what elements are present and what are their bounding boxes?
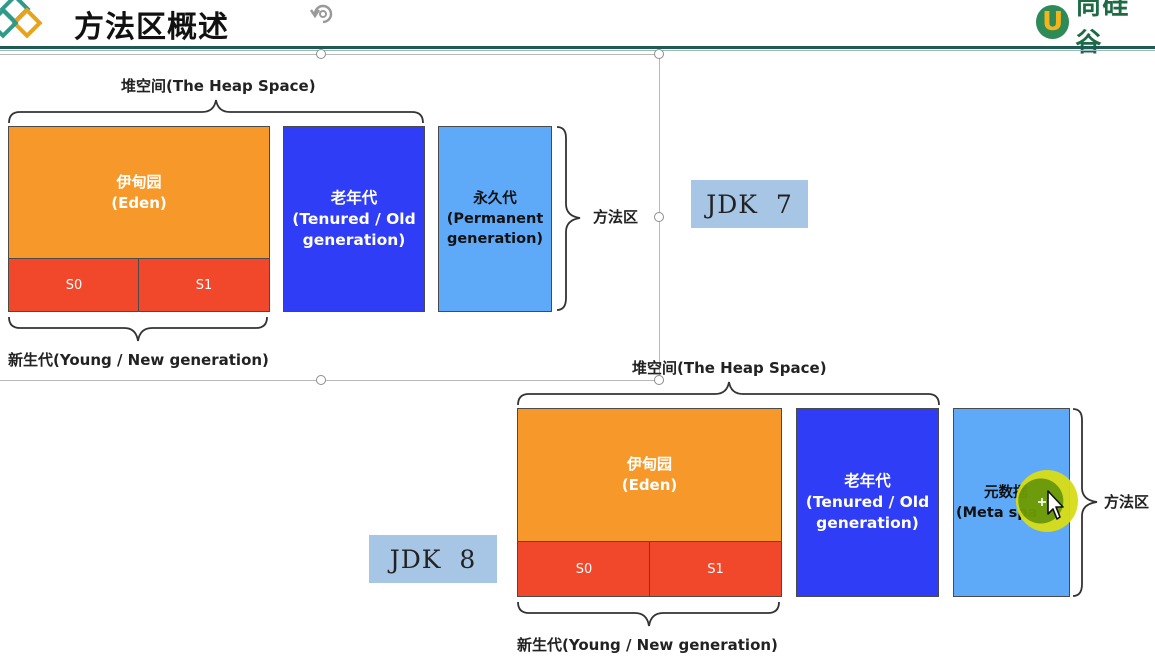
- jdk8-old-en-1: (Tenured / Old: [805, 493, 930, 511]
- jdk8-eden-block: 伊甸园 (Eden): [517, 408, 782, 542]
- jdk7-perm-en-1: (Permanent: [446, 211, 544, 227]
- jdk8-heap-label: 堆空间(The Heap Space): [632, 359, 827, 377]
- jdk8-eden-name: 伊甸园: [626, 455, 672, 473]
- resize-handle-right[interactable]: [654, 212, 664, 222]
- jdk7-perm-gen-block: 永久代 (Permanent generation): [438, 126, 552, 312]
- diamond-logo-icon: [0, 0, 43, 39]
- jdk7-s1-block: S1: [138, 258, 270, 312]
- jdk7-old-name: 老年代: [330, 188, 378, 207]
- slide-header: [0, 0, 1155, 46]
- jdk8-old-en-2: generation): [816, 514, 919, 532]
- jdk7-eden-block: 伊甸园 (Eden): [8, 126, 270, 259]
- brand-name: 尚硅谷: [1075, 0, 1130, 58]
- jdk7-version-label: JDK 7: [706, 189, 793, 219]
- jdk7-perm-en-2: generation): [446, 231, 544, 247]
- jdk8-s0-block: S0: [517, 541, 651, 597]
- rotate-handle-icon[interactable]: [308, 0, 338, 26]
- jdk7-old-en-1: (Tenured / Old: [292, 209, 416, 228]
- jdk8-s0-label: S0: [575, 561, 593, 577]
- jdk7-perm-name: 永久代: [473, 191, 517, 207]
- resize-handle-bottom-right[interactable]: [654, 375, 664, 385]
- jdk8-method-area-label: 方法区: [1104, 493, 1150, 511]
- jdk8-method-area-brace: [1072, 408, 1098, 597]
- resize-handle-bottom[interactable]: [316, 375, 326, 385]
- jdk8-s1-block: S1: [649, 541, 782, 597]
- jdk7-eden-name: 伊甸园: [116, 172, 162, 191]
- resize-handle-top[interactable]: [316, 49, 326, 59]
- jdk8-version-label: JDK 8: [389, 544, 477, 574]
- jdk8-young-label: 新生代(Young / New generation): [517, 636, 778, 654]
- brand-mark-icon: U: [1036, 5, 1070, 39]
- jdk7-old-gen-block: 老年代 (Tenured / Old generation): [283, 126, 425, 312]
- jdk7-old-en-2: generation): [302, 230, 406, 249]
- jdk7-version-box: JDK 7: [691, 180, 808, 228]
- page-title: 方法区概述: [74, 10, 229, 45]
- jdk8-heap-brace: [517, 381, 940, 406]
- jdk7-s1-label: S1: [195, 277, 213, 293]
- jdk7-method-area-label: 方法区: [593, 208, 639, 226]
- jdk7-young-brace: [8, 316, 268, 342]
- selection-frame-top: [0, 54, 660, 55]
- jdk8-young-brace: [517, 601, 780, 627]
- jdk7-method-area-brace: [556, 126, 581, 311]
- jdk8-s1-label: S1: [707, 561, 724, 577]
- header-divider: [0, 46, 1155, 49]
- jdk7-young-label: 新生代(Young / New generation): [8, 351, 269, 369]
- header-divider-thin: [0, 50, 1155, 51]
- cursor-highlight: [1016, 470, 1078, 532]
- jdk7-heap-label: 堆空间(The Heap Space): [121, 77, 316, 95]
- jdk8-old-name: 老年代: [844, 472, 891, 490]
- jdk7-eden-en: (Eden): [111, 193, 167, 212]
- jdk7-s0-block: S0: [8, 258, 140, 312]
- jdk8-eden-en: (Eden): [621, 476, 678, 494]
- jdk8-version-box: JDK 8: [369, 535, 497, 583]
- selection-frame-bottom: [0, 380, 660, 381]
- brand-logo: U 尚硅谷: [1036, 0, 1155, 58]
- jdk7-heap-brace: [8, 99, 424, 124]
- resize-handle-top-right[interactable]: [654, 49, 664, 59]
- jdk7-s0-label: S0: [65, 277, 83, 293]
- arrow-cursor-icon: [1038, 490, 1064, 520]
- jdk8-old-gen-block: 老年代 (Tenured / Old generation): [796, 408, 939, 597]
